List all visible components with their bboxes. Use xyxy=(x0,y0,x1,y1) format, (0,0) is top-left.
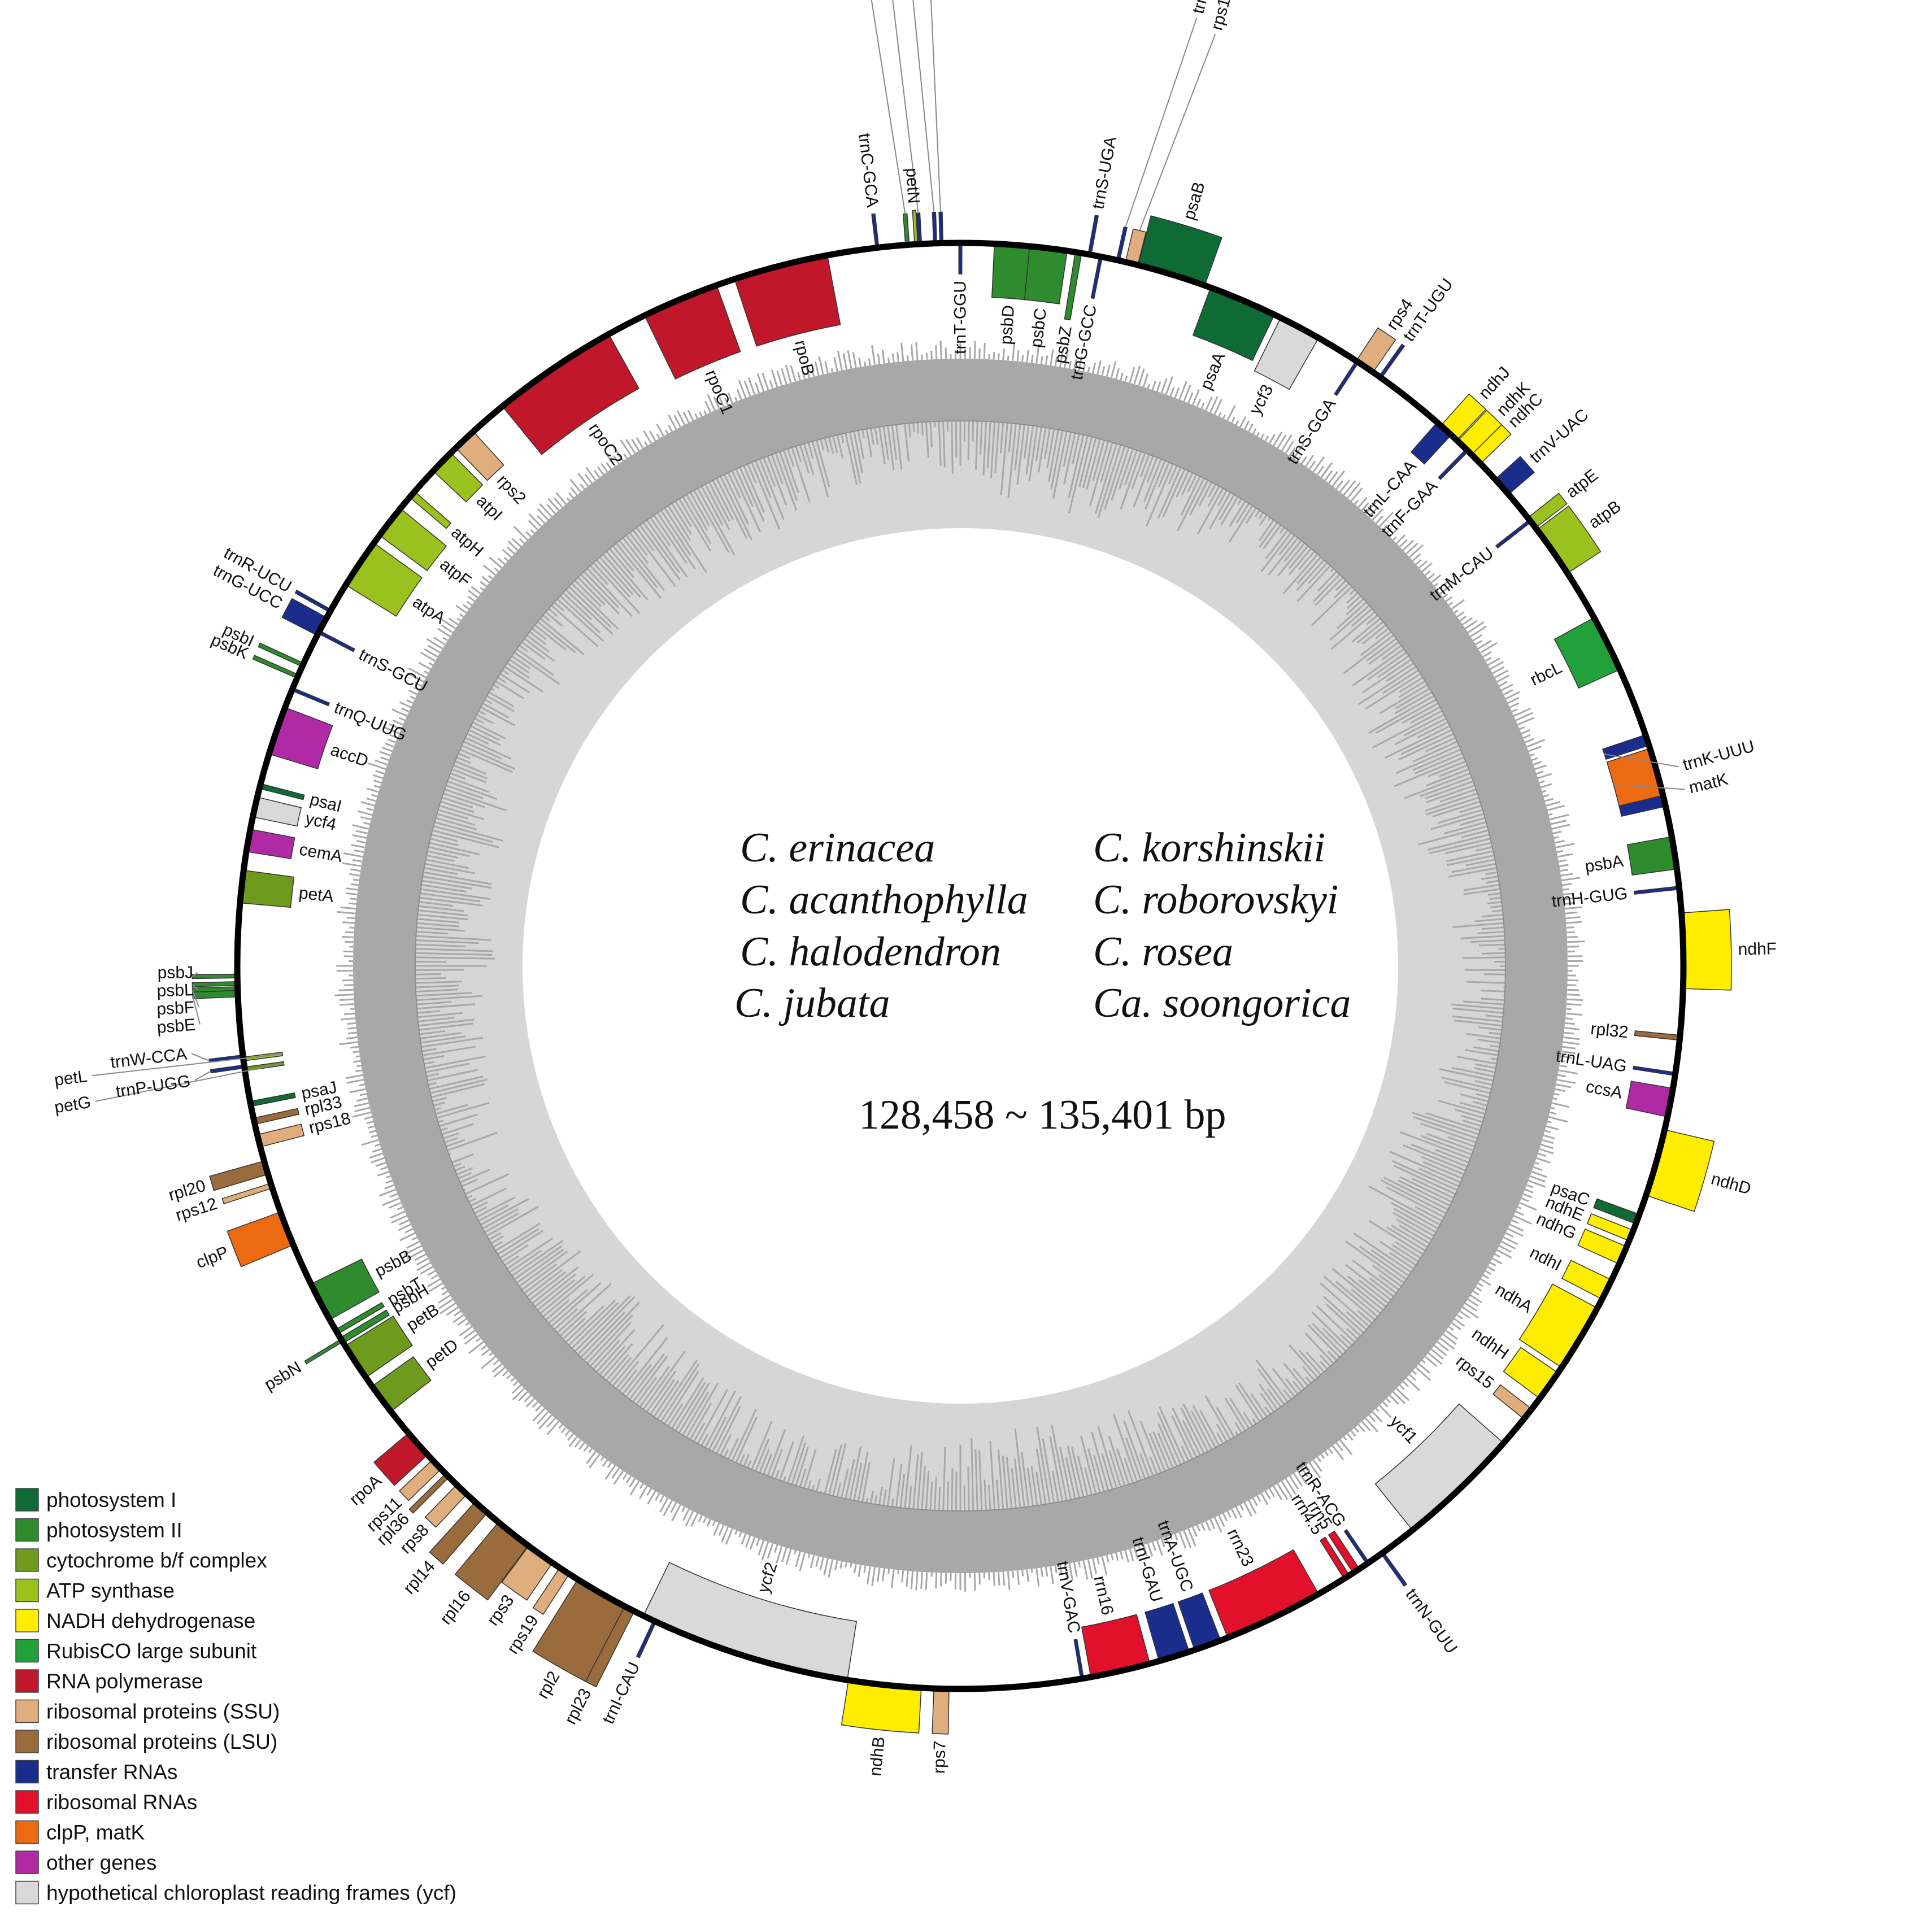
legend-swatch-other-genes xyxy=(15,1850,39,1874)
leader-trnd-guc xyxy=(892,0,919,214)
legend-label-rubisco-large-subunit: RubisCO large subunit xyxy=(46,1640,257,1663)
legend-swatch-ribosomal-proteins-ssu xyxy=(15,1699,39,1723)
gene-label-petn: petN xyxy=(902,167,923,204)
legend-swatch-photosystem-i xyxy=(15,1488,39,1512)
gc-dark-band xyxy=(353,359,1568,1573)
leader-psbl xyxy=(192,984,199,991)
gene-label-ndhf: ndhF xyxy=(1738,939,1777,959)
leader-psbf xyxy=(192,990,199,1008)
legend-swatch-clpp-matk xyxy=(15,1820,39,1844)
legend-label-hypothetical-chloroplast-reading-frames-ycf: hypothetical chloroplast reading frames … xyxy=(46,1882,456,1905)
gene-layer xyxy=(192,210,1732,1735)
gene-label-rpl32: rpl32 xyxy=(1590,1020,1629,1042)
legend-swatch-cytochrome-b-f-complex xyxy=(15,1548,39,1572)
legend-label-ribosomal-proteins-ssu: ribosomal proteins (SSU) xyxy=(46,1700,280,1723)
gene-rps7 xyxy=(932,1688,950,1735)
legend-swatch-ribosomal-proteins-lsu xyxy=(15,1730,39,1753)
leader-matk xyxy=(1613,784,1685,790)
legend-label-atp-synthase: ATP synthase xyxy=(46,1579,175,1603)
leader-petg xyxy=(95,1062,284,1102)
genome-size-range: 128,458 ~ 135,401 bp xyxy=(859,1092,1226,1138)
gene-psbl xyxy=(192,981,238,987)
gene-label-petl: petL xyxy=(53,1067,88,1090)
legend-label-ribosomal-proteins-lsu: ribosomal proteins (LSU) xyxy=(46,1730,277,1753)
legend-swatch-ribosomal-rnas xyxy=(15,1790,39,1814)
gene-label-rps7: rps7 xyxy=(930,1740,950,1774)
leader-trnfm-cau xyxy=(1125,18,1198,228)
gene-label-ndhb: ndhB xyxy=(866,1736,889,1777)
species-5: C. halodendron xyxy=(740,929,1001,975)
gene-label-psbe: psbE xyxy=(156,1016,197,1037)
gene-ndhf xyxy=(1681,909,1732,991)
gene-psbc xyxy=(1024,246,1068,304)
leader-trny-gua xyxy=(912,0,935,212)
leader-rps14 xyxy=(1139,34,1216,231)
species-6: C. rosea xyxy=(1093,929,1233,975)
species-3: C. acanthophylla xyxy=(740,877,1028,923)
legend-label-photosystem-i: photosystem I xyxy=(46,1488,176,1512)
gene-trnt-ggu xyxy=(958,242,963,275)
gene-trny-gua xyxy=(932,211,937,244)
species-7: C. jubata xyxy=(734,980,890,1026)
species-2: C. korshinskii xyxy=(1093,825,1325,871)
gc-content-trace xyxy=(334,341,1585,1592)
legend-swatch-photosystem-ii xyxy=(15,1518,39,1542)
gene-label-psbl: psbL xyxy=(156,981,194,1000)
legend-swatch-nadh-dehydrogenase xyxy=(15,1609,39,1632)
legend-swatch-rubisco-large-subunit xyxy=(15,1639,39,1663)
legend-label-cytochrome-b-f-complex: cytochrome b/f complex xyxy=(46,1549,267,1572)
legend-swatch-transfer-rnas xyxy=(15,1760,39,1784)
gene-label-psbj: psbJ xyxy=(158,963,194,982)
legend-swatch-rna-polymerase xyxy=(15,1669,39,1693)
leader-psbm xyxy=(871,0,906,214)
legend-label-photosystem-ii: photosystem II xyxy=(46,1519,182,1542)
legend: photosystem I photosystem II cytochrome b/… xyxy=(15,1488,456,1905)
gene-label-psbf: psbF xyxy=(156,998,194,1019)
legend-label-nadh-dehydrogenase: NADH dehydrogenase xyxy=(46,1609,255,1632)
legend-label-ribosomal-rnas: ribosomal RNAs xyxy=(46,1791,197,1814)
gene-label-psbd: psbD xyxy=(997,304,1018,345)
legend-label-transfer-rnas: transfer RNAs xyxy=(46,1761,177,1784)
gene-psbj xyxy=(192,973,238,979)
gc-content-ring xyxy=(334,341,1585,1592)
species-8: Ca. soongorica xyxy=(1093,980,1351,1026)
leader-trnk-uuu xyxy=(1604,754,1679,768)
gc-midline xyxy=(415,420,1506,1512)
gene-label-trnt-ggu: trnT-GGU xyxy=(951,281,970,354)
legend-label-rna-polymerase: RNA polymerase xyxy=(46,1670,203,1693)
legend-label-other-genes: other genes xyxy=(46,1851,156,1874)
species-list: C. erinacea C. korshinskii C. acanthophy… xyxy=(734,825,1351,1026)
leader-petl xyxy=(92,1053,283,1077)
legend-label-clpp-matk: clpP, matK xyxy=(46,1821,145,1844)
gene-label-peta: petA xyxy=(298,883,334,906)
genome-circle xyxy=(234,240,1687,1692)
gene-peta xyxy=(240,869,295,908)
legend-swatch-hypothetical-chloroplast-reading-frames-ycf xyxy=(15,1880,39,1905)
leader-psbe xyxy=(192,995,201,1025)
leader-trnw-cca xyxy=(191,1053,210,1061)
species-4: C. roborovskyi xyxy=(1093,877,1338,923)
leader-trnp-ugg xyxy=(194,1070,211,1081)
leader-trne-uuc xyxy=(930,0,942,212)
legend-swatch-atp-synthase xyxy=(15,1578,39,1603)
species-1: C. erinacea xyxy=(740,825,935,871)
gene-trne-uuc xyxy=(938,211,944,244)
leader-psbj xyxy=(192,972,198,977)
